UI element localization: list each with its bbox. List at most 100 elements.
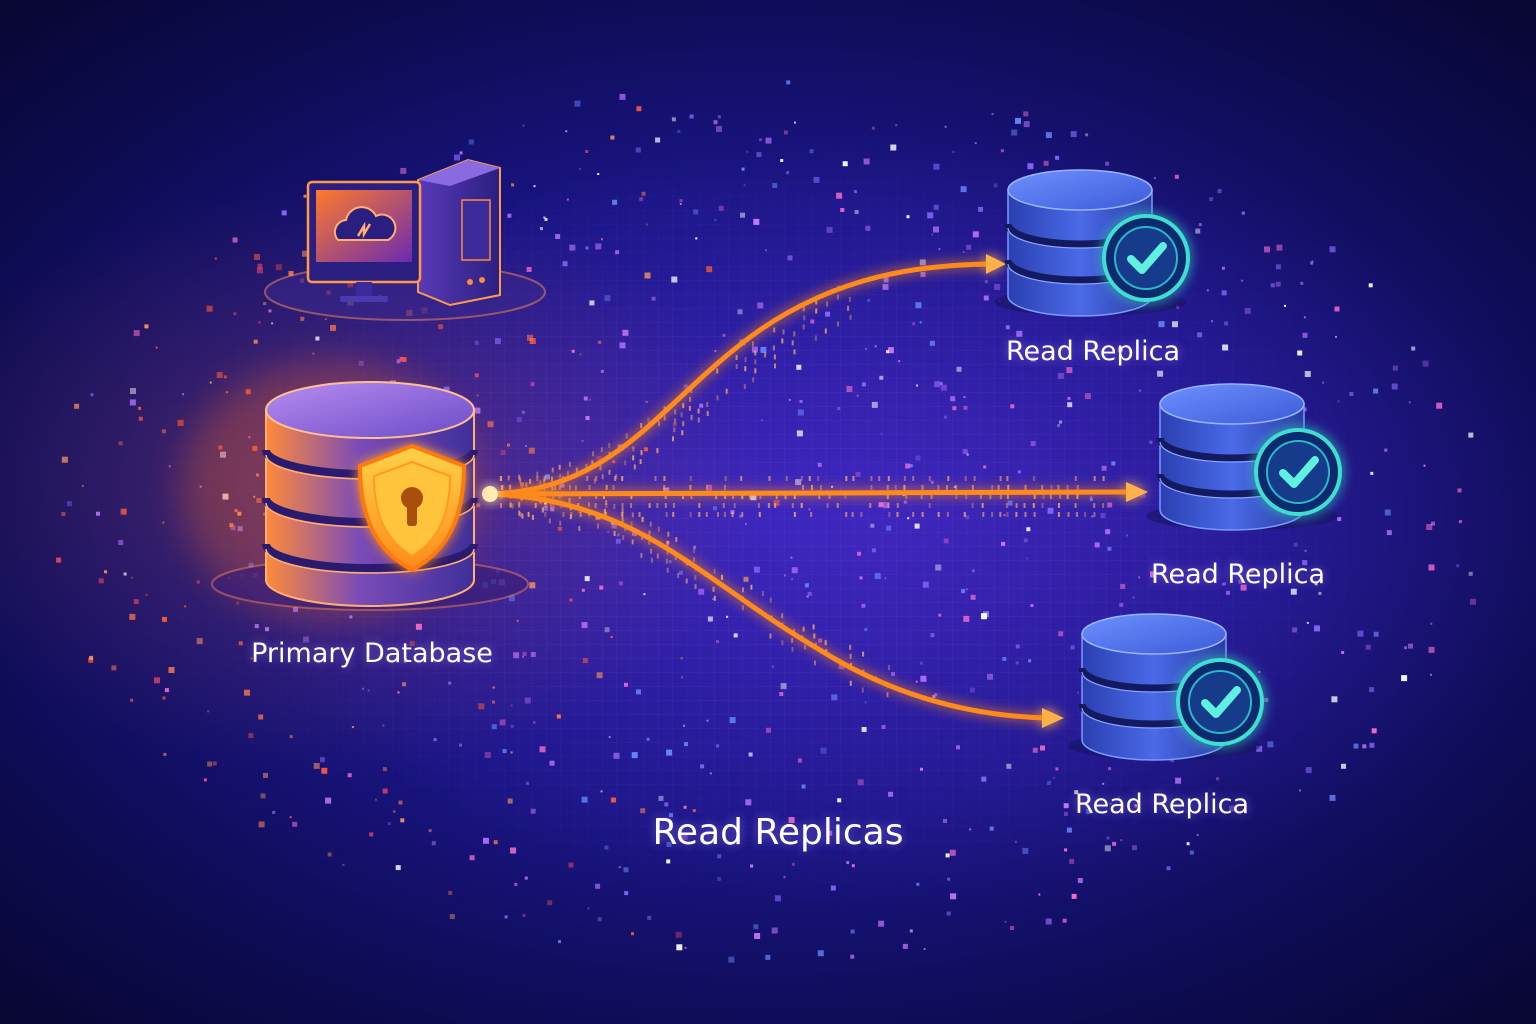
data-bit [999,476,1002,481]
particle [133,599,139,605]
particle [133,330,140,337]
particle [579,353,582,356]
particle [581,622,588,629]
data-bit [705,485,708,490]
particle [604,845,609,850]
particle [874,345,877,348]
particle [1267,741,1274,748]
particle [1411,346,1416,351]
particle [130,388,136,394]
particle [679,203,682,205]
data-bit [808,476,811,481]
particle [1066,367,1073,374]
particle [275,264,282,271]
particle [1322,381,1325,384]
particle [619,342,626,349]
data-bit [574,485,577,491]
particle [1337,400,1340,403]
data-bit [568,497,571,503]
replica-group [994,169,1342,761]
particle [850,929,855,934]
particle [268,309,272,313]
particle [956,745,960,750]
data-bit [810,512,813,517]
particle [163,752,167,756]
particle [679,199,683,203]
data-bit [741,512,744,517]
particle [1224,321,1229,326]
particle [1423,464,1426,467]
particle [631,446,634,449]
data-bit [624,460,627,466]
particle [884,577,887,580]
data-bit [536,471,539,477]
data-bit [1041,503,1044,508]
data-bit [654,476,657,481]
data-bit [861,687,864,693]
particle [1053,776,1056,779]
data-bit [812,624,815,630]
data-bit [837,321,839,327]
replica-3-label: Read Replica [1074,789,1250,820]
particle [817,950,824,957]
particle [582,658,588,663]
data-bit [1041,485,1044,490]
particle [1297,350,1303,356]
data-bit [1102,476,1105,481]
particle [543,216,546,219]
particle [791,862,795,866]
particle [492,686,495,689]
particle [664,802,669,807]
particle [491,724,497,730]
particle [709,772,712,775]
particle [256,267,263,274]
particle [950,893,957,900]
data-bit [632,446,635,452]
particle [859,576,863,580]
particle [1329,794,1336,801]
particle [1221,582,1225,586]
data-bit [750,584,753,590]
data-bit [567,470,569,476]
data-bit [802,626,805,632]
data-bit [912,476,915,481]
particle [568,862,574,868]
data-bit [591,460,594,466]
particle [644,272,651,279]
data-bit [836,294,839,300]
data-bit [1023,503,1026,508]
particle [1391,383,1398,390]
data-bit [781,613,784,619]
data-bit [519,477,522,483]
data-bit [657,526,660,532]
particle [1206,289,1209,292]
data-bit [631,539,634,545]
data-bit [648,503,651,508]
particle [1244,307,1251,314]
data-bit [632,455,635,461]
particle [636,106,642,112]
particle [483,837,489,844]
data-bit [740,476,743,481]
data-bit [544,503,547,508]
particle [1070,131,1077,138]
particle [1318,591,1322,595]
data-bit [772,345,775,351]
particle [1153,177,1156,180]
data-bit [921,485,924,490]
particle [856,394,859,397]
particle [88,657,94,663]
data-bit [757,503,760,508]
particle [774,895,781,902]
data-bit [518,474,521,480]
data-bit [601,474,604,480]
particle [741,167,745,171]
particle [1270,283,1275,288]
particle [1229,805,1236,812]
data-bit [630,503,633,508]
particle [765,954,771,960]
particle [933,204,939,210]
particle [1429,673,1432,676]
particle [327,852,332,857]
data-bit [886,692,889,698]
